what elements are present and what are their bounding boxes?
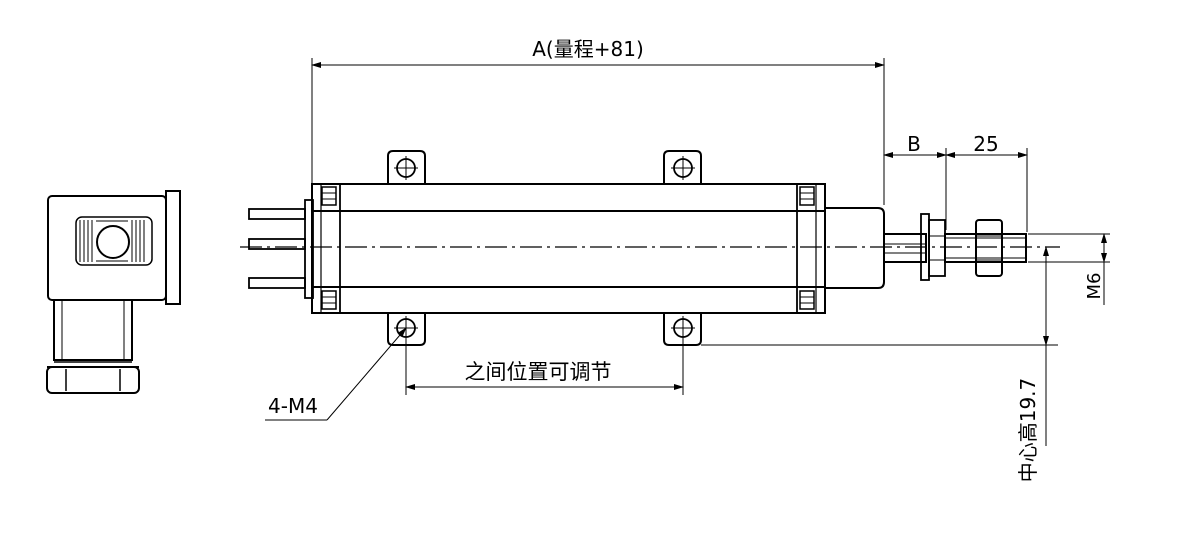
connector-screw-head [96, 225, 130, 259]
center-height-label: 中心高19.7 [1016, 378, 1040, 483]
cable-gland-nut [46, 361, 140, 394]
rod-thread [944, 233, 1027, 263]
dimension-b: B [883, 132, 947, 230]
dimension-25: 25 [945, 132, 1028, 232]
mount-hole-label: 4-M4 [268, 394, 318, 418]
dimension-m6: M6 [1028, 233, 1110, 305]
dimension-a: A(量程+81) [311, 37, 885, 205]
connector-pins [248, 199, 314, 299]
push-rod [883, 213, 1027, 281]
dimension-adjustable: 之间位置可调节 [405, 330, 684, 395]
adjustable-label: 之间位置可调节 [465, 360, 612, 384]
dimension-a-label: A(量程+81) [532, 37, 644, 61]
end-cap-screws [321, 186, 815, 310]
connector-grille [79, 220, 145, 262]
thread-label: M6 [1084, 273, 1105, 300]
mount-hole-callout: 4-M4 [265, 327, 407, 421]
sensor-body [311, 183, 826, 314]
connector-side-view [46, 190, 181, 394]
dimension-b-label: B [907, 132, 921, 156]
lock-nut [975, 219, 1003, 277]
mounting-brackets [387, 150, 702, 346]
dimension-center-height: 中心高19.7 [701, 246, 1058, 483]
connector-neck [53, 299, 133, 361]
dimension-25-label: 25 [973, 132, 998, 156]
sensor-nose [825, 207, 885, 289]
